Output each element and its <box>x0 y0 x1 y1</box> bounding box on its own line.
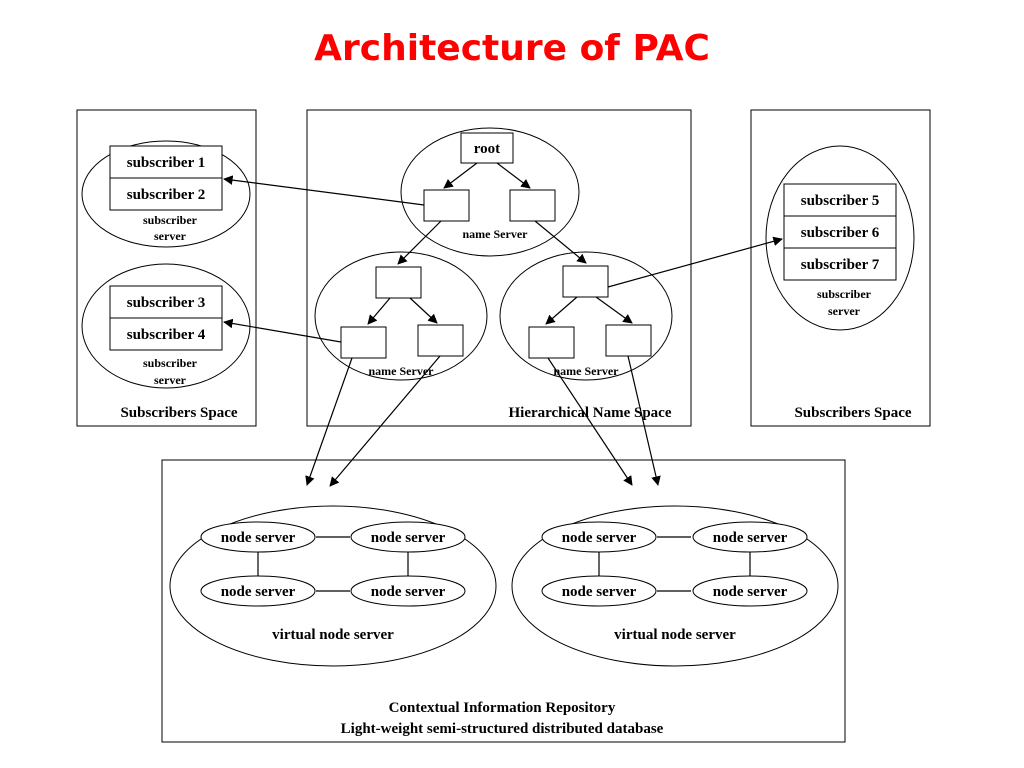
subscriber-item <box>109 145 223 179</box>
root-node <box>460 132 514 164</box>
subscriber-server-caption: subscriber <box>143 213 198 227</box>
name-node <box>562 265 609 298</box>
node-server-label: node server <box>371 584 446 600</box>
page-title: Architecture of PAC <box>314 28 710 69</box>
repository-caption-line2: Light-weight semi-structured distributed… <box>341 721 664 737</box>
node-server <box>350 521 466 553</box>
subscriber-item-label: subscriber 4 <box>127 327 206 343</box>
subscriber-item-label: subscriber 5 <box>801 193 879 209</box>
name-node <box>509 189 556 222</box>
subscribers-space-left-label: Subscribers Space <box>120 405 237 421</box>
node-server <box>692 521 808 553</box>
name-server-label: name Server <box>554 364 620 378</box>
node-server <box>541 575 657 607</box>
node-server <box>692 575 808 607</box>
node-server <box>350 575 466 607</box>
name-node <box>417 324 464 357</box>
name-node <box>423 189 470 222</box>
name-node <box>528 326 575 359</box>
name-server-label: name Server <box>463 227 529 241</box>
name-node <box>375 266 422 299</box>
repository-caption-line1: Contextual Information Repository <box>389 700 616 716</box>
subscriber-server-caption: server <box>828 304 861 318</box>
hierarchical-name-space-label: Hierarchical Name Space <box>508 405 671 421</box>
subscriber-item <box>783 215 897 249</box>
node-server-label: node server <box>221 584 296 600</box>
subscriber-server-caption: server <box>154 229 187 243</box>
node-server <box>200 521 316 553</box>
node-server-label: node server <box>371 530 446 546</box>
node-server-label: node server <box>713 530 788 546</box>
node-server-label: node server <box>713 584 788 600</box>
subscriber-item <box>783 247 897 281</box>
name-node <box>340 326 387 359</box>
node-server <box>541 521 657 553</box>
node-server <box>200 575 316 607</box>
name-server-top <box>400 127 580 257</box>
subscriber-server-caption: subscriber <box>817 287 872 301</box>
subscriber-server-caption: subscriber <box>143 356 198 370</box>
virtual-node-server-label: virtual node server <box>272 627 394 643</box>
name-node <box>605 324 652 357</box>
subscriber-item-label: subscriber 7 <box>801 257 880 273</box>
node-server-label: node server <box>562 530 637 546</box>
subscriber-item <box>109 285 223 319</box>
subscriber-item <box>109 317 223 351</box>
subscriber-server-caption: server <box>154 373 187 387</box>
subscriber-item-label: subscriber 3 <box>127 295 205 311</box>
subscriber-item-label: subscriber 6 <box>801 225 880 241</box>
node-server-label: node server <box>221 530 296 546</box>
node-server-label: node server <box>562 584 637 600</box>
subscriber-item-label: subscriber 2 <box>127 187 205 203</box>
subscriber-item-label: subscriber 1 <box>127 155 205 171</box>
name-server-label: name Server <box>369 364 435 378</box>
root-node-label: root <box>474 141 500 157</box>
subscriber-item <box>783 183 897 217</box>
subscribers-space-right-label: Subscribers Space <box>794 405 911 421</box>
subscriber-item <box>109 177 223 211</box>
virtual-node-server-label: virtual node server <box>614 627 736 643</box>
